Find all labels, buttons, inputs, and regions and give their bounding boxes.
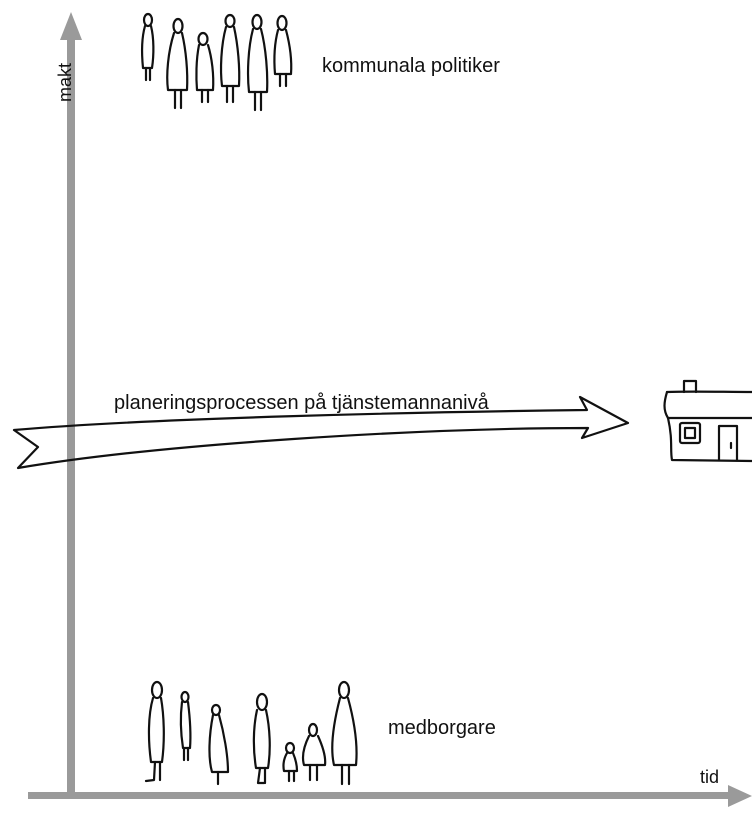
person-icon (179, 690, 192, 762)
x-axis (28, 785, 752, 807)
person-icon (282, 741, 299, 783)
politicians-label: kommunala politiker (322, 55, 500, 77)
person-icon (252, 692, 271, 785)
x-axis-label: tid (700, 767, 720, 787)
process-arrow (12, 395, 630, 470)
person-icon (195, 31, 215, 104)
person-icon (166, 17, 189, 110)
y-axis-label: makt (55, 62, 75, 102)
person-icon (219, 13, 241, 104)
person-icon (246, 13, 269, 112)
person-icon (144, 680, 165, 783)
process-label: planeringsprocessen på tjänstemannanivå (114, 392, 489, 414)
y-axis-arrowhead-icon (60, 12, 82, 40)
person-icon (208, 703, 230, 786)
house-icon (663, 379, 752, 463)
citizens-label: medborgare (388, 717, 496, 739)
y-axis (60, 12, 82, 798)
person-icon (331, 680, 358, 786)
person-icon (273, 14, 293, 88)
citizens-figures (144, 680, 358, 786)
x-axis-arrowhead-icon (728, 785, 752, 807)
politicians-figures (141, 12, 293, 112)
person-icon (301, 722, 327, 782)
person-icon (141, 12, 155, 82)
